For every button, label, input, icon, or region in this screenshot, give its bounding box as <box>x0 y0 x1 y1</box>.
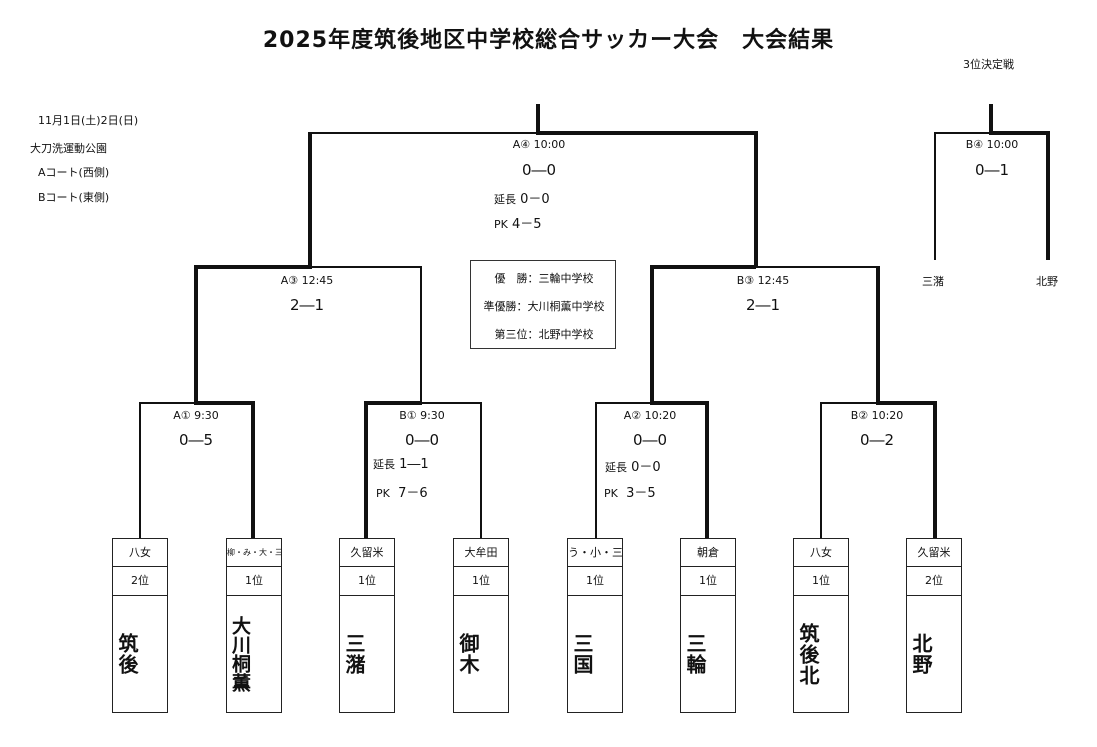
qf2-extra-label: 延長 <box>373 458 395 471</box>
semi-a-score: 2―1 <box>289 296 325 314</box>
team-rank: 2位 <box>113 567 167 596</box>
final-pk-score: 4－5 <box>512 217 542 232</box>
third-place-score: 0―1 <box>974 161 1010 179</box>
team-region: う・小・三 <box>568 539 622 567</box>
third-place-match-label: B④ 10:00 <box>965 138 1019 151</box>
team-box: 久留米 1位 三潴 <box>339 538 395 713</box>
team-name: 大川桐薫 <box>229 616 251 692</box>
qf3-label: A② 10:20 <box>623 409 677 422</box>
team-box: 八女 1位 筑後北 <box>793 538 849 713</box>
qf3-pk-label: PK <box>604 487 618 500</box>
qf1-score: 0―5 <box>178 431 214 449</box>
team-rank: 1位 <box>340 567 394 596</box>
qf3-extra-time: 延長 0－0 <box>605 456 661 475</box>
final-extra-label: 延長 <box>494 193 516 206</box>
semi-b-score: 2―1 <box>745 296 781 314</box>
team-box: 八女 2位 筑後 <box>112 538 168 713</box>
qf4-label: B② 10:20 <box>850 409 904 422</box>
team-name: 三輪 <box>683 633 707 675</box>
qf2-label: B① 9:30 <box>399 409 445 422</box>
runner-up-text: 準優勝：大川桐薫中学校 <box>483 300 605 313</box>
qf2-pk: PK 7－6 <box>376 482 428 501</box>
team-rank: 1位 <box>568 567 622 596</box>
page-title: 2025年度筑後地区中学校総合サッカー大会 大会結果 <box>262 28 835 53</box>
semi-a-label: A③ 12:45 <box>280 274 334 287</box>
team-rank: 1位 <box>681 567 735 596</box>
team-box: 久留米 2位 北野 <box>906 538 962 713</box>
final-match-label: A④ 10:00 <box>512 138 566 151</box>
team-box: 朝倉 1位 三輪 <box>680 538 736 713</box>
team-name: 三国 <box>570 633 594 675</box>
team-name: 筑後 <box>115 633 139 675</box>
team-rank: 2位 <box>907 567 961 596</box>
qf2-pk-score: 7－6 <box>398 486 428 501</box>
team-name: 三潴 <box>342 633 366 675</box>
qf2-pk-label: PK <box>376 487 390 500</box>
team-name: 北野 <box>909 633 933 675</box>
qf3-extra-score: 0－0 <box>631 460 661 475</box>
team-rank: 1位 <box>794 567 848 596</box>
team-region: 朝倉 <box>681 539 735 567</box>
team-rank: 1位 <box>227 567 281 596</box>
qf2-score: 0―0 <box>404 431 440 449</box>
third-place-left-team: 三潴 <box>922 275 944 288</box>
third-place-header: 3位決定戦 <box>963 58 1014 71</box>
team-region: 八女 <box>113 539 167 567</box>
team-box: 大牟田 1位 御木 <box>453 538 509 713</box>
team-region: 久留米 <box>340 539 394 567</box>
semi-b-label: B③ 12:45 <box>736 274 790 287</box>
team-name: 筑後北 <box>796 622 820 686</box>
team-rank: 1位 <box>454 567 508 596</box>
team-region: 久留米 <box>907 539 961 567</box>
final-score: 0―0 <box>521 161 557 179</box>
champion-text: 優 勝：三輪中学校 <box>494 272 594 285</box>
final-extra-time: 延長 0－0 <box>494 188 550 207</box>
qf3-pk-score: 3－5 <box>626 486 656 501</box>
match-dates: 11月1日(土)2日(日) <box>38 114 139 127</box>
third-place-right-team: 北野 <box>1036 275 1058 288</box>
results-box: 優 勝：三輪中学校 準優勝：大川桐薫中学校 第三位：北野中学校 <box>470 260 616 349</box>
final-extra-score: 0－0 <box>520 192 550 207</box>
team-name: 御木 <box>456 633 480 675</box>
court-b: Bコート(東側) <box>38 191 110 204</box>
qf3-score: 0―0 <box>632 431 668 449</box>
team-region: 八女 <box>794 539 848 567</box>
team-region: 大牟田 <box>454 539 508 567</box>
qf4-score: 0―2 <box>859 431 895 449</box>
qf1-label: A① 9:30 <box>173 409 219 422</box>
team-box: う・小・三 1位 三国 <box>567 538 623 713</box>
venue: 大刀洗運動公園 <box>30 142 107 155</box>
final-pk: PK 4－5 <box>494 213 542 232</box>
qf3-pk: PK 3－5 <box>604 482 656 501</box>
team-box: 柳・み・大・三 1位 大川桐薫 <box>226 538 282 713</box>
qf3-extra-label: 延長 <box>605 461 627 474</box>
final-pk-label: PK <box>494 218 508 231</box>
qf2-extra-time: 延長 1―1 <box>373 456 429 472</box>
court-a: Aコート(西側) <box>38 166 110 179</box>
qf2-extra-score: 1―1 <box>399 457 429 472</box>
team-region: 柳・み・大・三 <box>227 539 281 567</box>
third-place-text: 第三位：北野中学校 <box>494 328 594 341</box>
